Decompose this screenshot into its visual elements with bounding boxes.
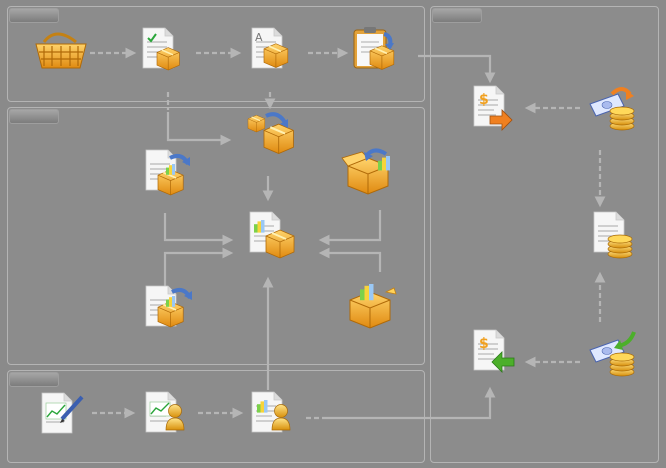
accounts-payable-icon: $ [473,85,513,131]
sales-quote-node[interactable] [41,392,84,434]
inventory-icon [249,211,295,259]
incoming-payment-node[interactable] [589,331,636,377]
delivery-node[interactable] [251,391,291,433]
outgoing-payment-icon [589,87,635,131]
stock-transfer-out-icon [145,285,192,328]
sales-panel-tab [9,372,59,387]
goods-receipt-icon [247,112,295,155]
svg-text:A: A [255,31,263,44]
purchasing-panel-tab [9,8,59,23]
inventory-node[interactable] [249,211,295,259]
sales-order-icon [145,391,185,433]
receiving-document-icon: A [251,27,289,69]
warehouse-panel-tab [9,109,59,124]
arrow-delivery-to-receivable-solid [322,386,496,420]
arrow-adjustment-to-inventory [318,210,382,246]
purchase-order-icon [142,27,181,71]
accounts-payable-node[interactable]: $ [473,85,513,131]
finance-panel-tab [432,8,482,23]
arrow-order-to-goods-receipt-solid [166,112,232,146]
arrow-transfer-in-to-inventory [163,213,234,246]
connectors [90,47,606,420]
sales-order-node[interactable] [145,391,185,433]
goods-issue-node[interactable] [349,284,397,329]
shopping-basket-icon [35,32,87,69]
stock-adjustment-node[interactable] [341,148,390,195]
outgoing-payment-node[interactable] [589,87,635,131]
arrow-invoice-to-payable [418,54,496,84]
purchase-invoice-node[interactable] [353,27,395,71]
shopping-basket-node[interactable] [35,32,87,69]
general-ledger-icon [593,211,633,259]
svg-text:$: $ [479,336,489,352]
sales-panel [7,370,425,463]
arrow-transfer-out-to-inventory [163,247,234,288]
incoming-payment-icon [589,331,636,377]
stock-adjustment-icon [341,148,390,195]
goods-issue-icon [349,284,397,329]
receiving-document-node[interactable]: A [251,27,289,69]
general-ledger-node[interactable] [593,211,633,259]
stock-transfer-in-node[interactable] [145,149,190,196]
sales-quote-icon [41,392,84,434]
delivery-icon [251,391,291,433]
purchase-order-node[interactable] [142,27,181,71]
svg-text:$: $ [479,92,489,108]
purchase-invoice-icon [353,27,395,71]
accounts-receivable-node[interactable]: $ [473,329,515,373]
stock-transfer-out-node[interactable] [145,285,192,328]
stock-transfer-in-icon [145,149,190,196]
arrow-goods-issue-to-inventory [318,247,382,272]
goods-receipt-node[interactable] [247,112,295,155]
accounts-receivable-icon: $ [473,329,515,373]
